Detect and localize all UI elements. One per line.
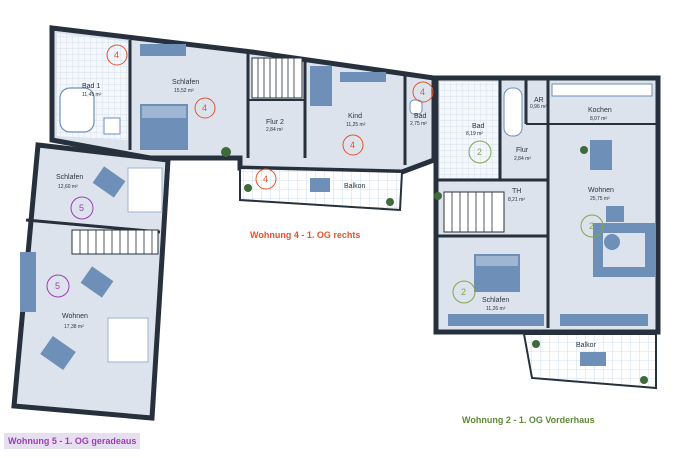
plant-icon — [580, 146, 588, 154]
bed-kind — [310, 66, 332, 106]
unit4-marker-label: 4 — [350, 140, 355, 150]
unit2-marker — [452, 280, 476, 304]
room-area-flur2: 2,84 m² — [266, 127, 283, 133]
plant-icon — [386, 198, 394, 206]
table-wohnen5 — [80, 266, 114, 298]
room-area-schlafen5: 12,60 m² — [58, 184, 78, 190]
room-label-schlafen4: Schlafen — [172, 79, 199, 86]
washbasin-unit4 — [103, 117, 121, 135]
room-area-flur2b: 2,84 m² — [514, 156, 531, 162]
room-area-schlafen2: 11,26 m² — [486, 306, 506, 312]
room-label-wohnen5: Wohnen — [62, 313, 88, 320]
unit-markers: 4 4 4 4 4 5 5 2 2 2 — [46, 44, 604, 304]
unit2-marker-label: 2 — [477, 147, 482, 157]
unit-5-plan — [11, 142, 171, 421]
desk-schlafen5 — [127, 167, 163, 213]
unit2-title: Wohnung 2 - 1. OG Vorderhaus — [462, 415, 595, 425]
plant-icon — [640, 376, 648, 384]
unit4-marker-label: 4 — [263, 174, 268, 184]
room-label-flur2b: Flur — [516, 147, 529, 154]
stairs-unit5 — [71, 229, 159, 255]
unit5-marker-label: 5 — [79, 203, 84, 213]
unit-2-plan — [433, 75, 661, 390]
room-area-ar: 0,96 m² — [530, 104, 547, 110]
bathtub-unit4 — [59, 87, 95, 133]
wardrobe-schlafen4 — [140, 44, 186, 56]
room-label-kochen: Kochen — [588, 107, 612, 114]
room-area-bad1: 11,45 m² — [82, 92, 102, 98]
balcony-table-unit2 — [580, 352, 606, 366]
unit2-marker-label: 2 — [589, 221, 594, 231]
coffee-table-unit2 — [604, 234, 620, 250]
unit4-marker — [255, 168, 277, 190]
room-area-kochen: 8,07 m² — [590, 116, 607, 122]
shelf-wohnen2 — [560, 314, 648, 326]
stairs-unit2 — [443, 191, 505, 233]
room-area-wohnen5: 17,38 m² — [64, 324, 84, 330]
unit4-marker — [412, 81, 434, 103]
sofa-wohnen5 — [20, 252, 36, 312]
table2-wohnen5 — [40, 335, 76, 371]
wardrobe-schlafen2 — [448, 314, 544, 326]
room-label-bad4: Bad — [414, 113, 427, 120]
room-label-wohnen2: Wohnen — [588, 187, 614, 194]
room-label-balkon2: Balkor — [576, 342, 597, 349]
unit2-marker — [468, 140, 492, 164]
unit4-marker-label: 4 — [420, 87, 425, 97]
room-label-ar: AR — [534, 97, 544, 104]
room-area-th: 8,21 m² — [508, 197, 525, 203]
sofa-unit2 — [593, 223, 655, 277]
desk-kind — [340, 72, 386, 82]
dining-table-unit2 — [590, 140, 612, 170]
unit2-marker — [580, 214, 604, 238]
bathtub-unit2 — [503, 87, 523, 137]
plant-icon — [434, 192, 442, 200]
unit5-marker — [70, 196, 94, 220]
armchair-unit2 — [606, 206, 624, 222]
unit5-marker-label: 5 — [55, 281, 60, 291]
room-label-schlafen5: Schlafen — [56, 174, 83, 181]
room-area-bad2: 8,19 m² — [466, 131, 483, 137]
unit4-title: Wohnung 4 - 1. OG rechts — [250, 230, 360, 240]
plant-icon — [221, 147, 231, 157]
bad2-floor — [440, 82, 500, 178]
room-area-bad4: 2,75 m² — [410, 121, 427, 127]
room-label-th: TH — [512, 188, 521, 195]
room-label-bad1: Bad 1 — [82, 83, 100, 90]
kitchen-counter — [551, 83, 653, 97]
unit2-marker-label: 2 — [461, 287, 466, 297]
unit4-marker — [194, 97, 216, 119]
plant-icon — [532, 340, 540, 348]
room-area-kind: 11,25 m² — [346, 122, 366, 128]
room-label-schlafen2: Schlafen — [482, 297, 509, 304]
unit4-marker-label: 4 — [114, 50, 119, 60]
plant-icon — [244, 184, 252, 192]
room-label-kind: Kind — [348, 113, 362, 120]
balcony-table-unit4 — [310, 178, 330, 192]
toilet-bad4 — [409, 99, 423, 115]
room-label-flur2: Flur 2 — [266, 119, 284, 126]
unit4-marker — [106, 44, 128, 66]
unit5-title: Wohnung 5 - 1. OG geradeaus — [4, 433, 141, 449]
unit5-marker — [46, 274, 70, 298]
unit4-marker-label: 4 — [202, 103, 207, 113]
room-area-wohnen2: 25,75 m² — [590, 196, 610, 202]
table-schlafen5 — [92, 166, 126, 198]
room-area-schlafen4: 15,52 m² — [174, 88, 194, 94]
room-label-balkon4: Balkon — [344, 183, 366, 190]
unit-4-plan — [49, 25, 437, 212]
room-label-bad2: Bad — [472, 123, 485, 130]
stairs-unit4 — [251, 57, 303, 99]
unit4-marker — [342, 134, 364, 156]
cabinet-wohnen5 — [107, 317, 149, 363]
